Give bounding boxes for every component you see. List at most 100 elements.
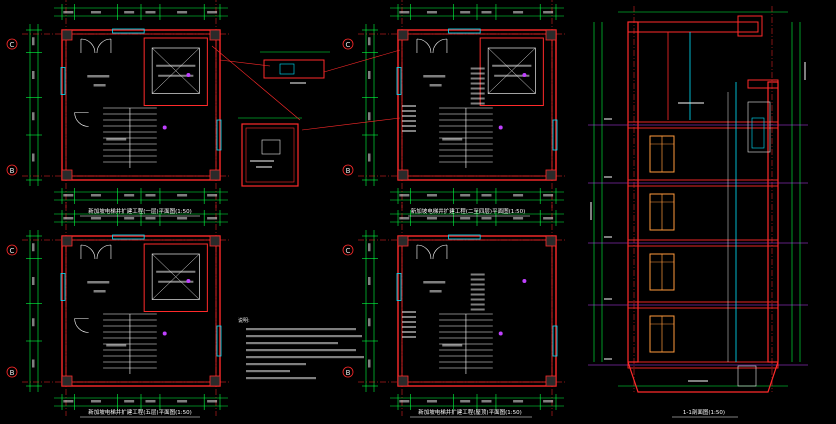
section-pit-buffer (737, 365, 757, 387)
plan-1-dim-text-left (32, 153, 35, 162)
notes-line (246, 377, 316, 380)
plan-4-dim-text-top (481, 217, 492, 220)
plan-2-column (397, 29, 409, 41)
plan-4-dim-text-left (368, 277, 371, 285)
plan-2-elevator-label (492, 64, 532, 67)
section-dim-text-left (590, 202, 592, 220)
plan-1-window-top (112, 28, 145, 34)
plan-3-dim-text-bottom (124, 400, 135, 403)
plan-title-1: 新加坡电梯井扩建工程(一层)平面图(1:50) (88, 207, 191, 215)
plan-1-dim-text-bottom (207, 194, 218, 197)
plan-4-left-note (402, 326, 416, 328)
plan-4-dim-text-bottom (399, 400, 410, 403)
plan-2-outer-wall (397, 29, 557, 181)
plan-2-door-swing-2 (432, 38, 448, 54)
plan-3-column (209, 375, 221, 387)
plan-4-note-line (470, 303, 485, 306)
plan-2-dim-text-left (368, 71, 371, 79)
plan-4-note-line (470, 293, 485, 296)
plan-3-dim-text-left (32, 318, 35, 327)
section-floor-slab (627, 121, 779, 129)
plan-2-dim-text-top (460, 11, 471, 14)
plan-2-column (545, 169, 557, 181)
plan-3-elevator-car (151, 253, 200, 300)
detail-top (263, 59, 325, 79)
notes-line (246, 363, 306, 366)
plan-2-room-label-2 (429, 84, 442, 87)
plan-3-outer-wall (61, 235, 221, 387)
plan-4-dim-text-top (426, 217, 437, 220)
plan-3-dim-text-bottom (207, 400, 218, 403)
plan-1-elevator-label2 (158, 74, 194, 77)
plan-4-left-note (402, 331, 416, 333)
detail-lines (32, 11, 806, 403)
detail-top-window (279, 63, 295, 75)
plan-1-dim-text-left (32, 71, 35, 79)
plan-4-dim-text-top (399, 217, 410, 220)
plan-4-marker (522, 279, 527, 283)
axis-bubble-c-plan1: C (6, 38, 18, 50)
plan-2-dim-text-left (368, 153, 371, 162)
plan-1-elevator-label (156, 64, 196, 67)
plan-1-door-swing-2 (96, 38, 112, 54)
plan-2-left-note (402, 130, 416, 132)
plan-3-inner-wall (65, 239, 217, 383)
plan-2-left-note (402, 105, 416, 107)
plan-2-note-line (470, 72, 485, 75)
plan-1-dim-text-bottom (124, 194, 135, 197)
plan-4-door-swing-2 (432, 244, 448, 260)
svg-text:C: C (346, 247, 351, 255)
section-dim-text-bottom (688, 380, 708, 382)
section-dim-text-right (804, 62, 806, 80)
plan-3-dim-text-top (90, 217, 101, 220)
plan-4-note-line (470, 273, 485, 276)
plan-1-inner-wall (65, 33, 217, 177)
plan-2-dim-text-bottom (481, 194, 492, 197)
section-level-text (604, 358, 612, 360)
plan-4-dim-text-top (543, 217, 554, 220)
plan-3-dim-text-top (124, 217, 135, 220)
plan-4-door-swing (416, 244, 432, 260)
plan-1-dim-text-top (90, 11, 101, 14)
section-level-text (604, 176, 612, 178)
section-machine-counterweight (751, 117, 765, 149)
plan-2-note-line (470, 67, 485, 70)
plan-4-note-line (470, 283, 485, 286)
plan-4-dim-text-left (368, 318, 371, 327)
plan-1-dim-text-left (32, 112, 35, 121)
plan-2-dim-text-bottom (460, 194, 471, 197)
plan-4-dim-text-bottom (513, 400, 524, 403)
leader-line-2 (323, 49, 401, 73)
svg-text:B: B (346, 167, 351, 175)
detail-top-note (290, 82, 306, 84)
plan-2-dim-text-top (543, 11, 554, 14)
axis-bubble-b-plan3: B (6, 366, 18, 378)
plan-3-dim-text-bottom (90, 400, 101, 403)
plan-1-dim-text-top (145, 11, 156, 14)
plan-4-room-label-3 (442, 344, 463, 347)
plan-2-elevator-shaft (479, 37, 544, 106)
plan-4-room-label (423, 281, 446, 284)
plan-4-inner-wall (401, 239, 553, 383)
plan-3-marker (186, 279, 191, 283)
section-floor-slab (627, 239, 779, 247)
plan-1-marker-2 (162, 125, 167, 130)
plan-3-window-left (60, 273, 66, 301)
axis-bubble-b-plan2: B (342, 164, 354, 176)
plan-2-note-line (470, 92, 485, 95)
plan-2-elevator-label2 (494, 74, 530, 77)
plan-2-dim-text-left (368, 112, 371, 121)
plan-4-left-note (402, 321, 416, 323)
plan-4-dim-text-bottom (426, 400, 437, 403)
plan-2-marker (522, 73, 527, 77)
plan-1-column (61, 169, 73, 181)
section-wall-left (627, 21, 639, 363)
notes-line (246, 335, 362, 338)
plan-4-outer-wall (397, 235, 557, 387)
plan-1-outer-wall (61, 29, 221, 181)
plan-2-dim-text-top (513, 11, 524, 14)
plan-3-marker-2 (162, 331, 167, 336)
axis-bubble-c-plan3: C (6, 244, 18, 256)
section-floor-slab (627, 301, 779, 309)
